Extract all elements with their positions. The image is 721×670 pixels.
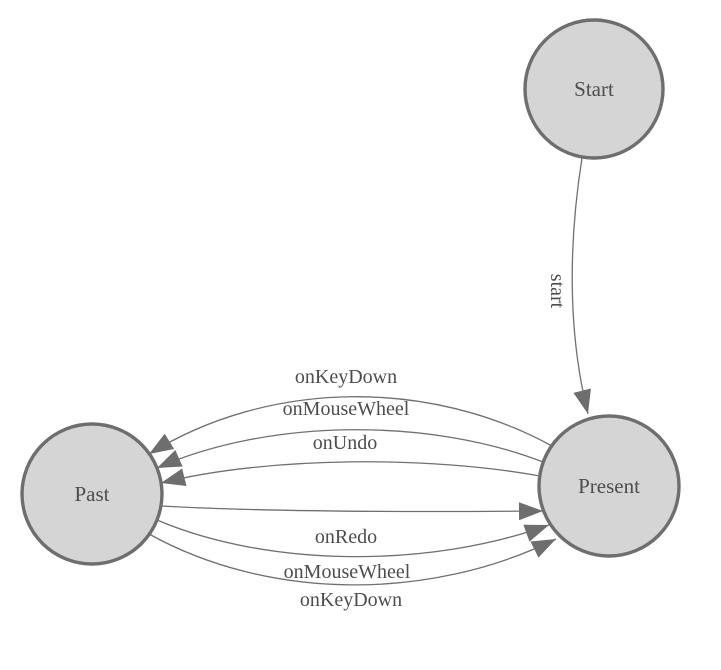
state-node-present: Present — [537, 414, 681, 558]
transition-label-past-to-present-onmousewheel: onMouseWheel — [284, 561, 411, 583]
transition-path-start-to-present-start[interactable] — [571, 157, 591, 415]
transition-path-past-to-present-onmousewheel[interactable] — [156, 519, 550, 558]
transition-present-to-past-onmousewheel: onMouseWheel — [156, 398, 544, 469]
transition-present-to-past-onundo: onUndo — [160, 432, 541, 486]
transition-path-present-to-past-onmousewheel[interactable] — [156, 429, 544, 469]
transition-label-present-to-past-onkeydown: onKeyDown — [295, 366, 397, 388]
transition-past-to-present-onmousewheel: onMouseWheel — [156, 519, 550, 583]
transition-past-to-present-onredo: onRedo — [160, 502, 544, 548]
state-node-start: Start — [523, 18, 665, 160]
transition-label-past-to-present-onkeydown: onKeyDown — [300, 589, 402, 611]
transition-path-present-to-past-onundo[interactable] — [160, 461, 541, 486]
state-circle-start[interactable] — [523, 18, 665, 160]
transition-path-present-to-past-onkeydown[interactable] — [148, 396, 553, 455]
transition-label-present-to-past-onmousewheel: onMouseWheel — [283, 398, 410, 420]
transition-path-past-to-present-onkeydown[interactable] — [148, 533, 557, 586]
state-circle-present[interactable] — [537, 414, 681, 558]
transition-present-to-past-onkeydown: onKeyDown — [148, 366, 553, 455]
transition-past-to-present-onkeydown: onKeyDown — [148, 533, 557, 611]
transition-path-past-to-present-onredo[interactable] — [160, 502, 544, 521]
state-node-past: Past — [20, 422, 164, 566]
edges-layer: start onKeyDown onMouseWheel onUndo onRedo on… — [148, 157, 591, 611]
transition-label-past-to-present-onredo: onRedo — [315, 526, 377, 548]
transition-label-start-to-present-start: start — [546, 274, 568, 309]
state-circle-past[interactable] — [20, 422, 164, 566]
transition-start-to-present-start: start — [546, 157, 591, 415]
transition-label-present-to-past-onundo: onUndo — [313, 432, 377, 454]
